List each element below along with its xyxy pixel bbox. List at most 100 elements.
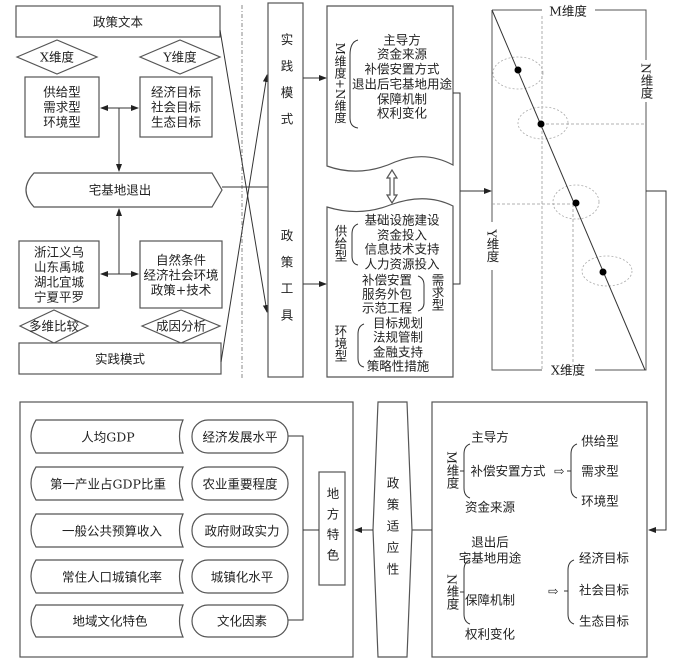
m-target: 供给型 [581,434,619,449]
doc-item: 保障机制 [377,92,427,107]
doc-item: 主导方 [383,33,421,48]
column-practice-mode: 实践模式 [279,32,294,139]
case-item: 湖北宜城 [34,275,85,290]
right-arrow-icon: ⇨ [554,464,565,479]
brace [357,323,365,368]
doc-item: 补偿安置方式 [364,62,440,77]
cluster-ellipse [492,56,544,90]
right-arrow-icon: ⇨ [548,584,559,599]
feature-row: 地域文化特色 文化因素 [30,604,289,638]
indicator-label: 地域文化特色 [72,614,148,629]
y-goal-social: 社会目标 [151,100,201,115]
factor-item: 自然条件 [156,253,206,268]
indicator-shape [30,466,184,501]
data-point [572,199,580,207]
connector-matrix-to-mapping [646,190,667,533]
x-type-demand: 需求型 [43,100,81,115]
brace [567,443,578,499]
policy-text-box [15,5,221,38]
factor-item: 经济社会环境 [143,268,218,283]
cases-box [18,240,100,309]
data-point [537,120,545,128]
connector-practice-to-modes [220,74,269,363]
brace [460,559,471,625]
local-features-title-box [318,471,346,586]
data-point [514,66,522,74]
indicator-shape [30,419,184,454]
brace [417,275,425,312]
policy-text-label: 政策文本 [93,15,144,30]
supply-label: 供给型 [333,224,348,262]
y-goals-box [139,76,213,138]
y-goal-economic: 经济目标 [151,85,201,100]
supply-item: 人力资源投入 [364,257,440,272]
n-item: 退出后 [471,535,509,550]
matrix-frame [491,9,647,371]
connector-policy-to-tools [219,29,269,313]
indicator-label: 人均GDP [81,430,134,445]
case-item: 浙江义乌 [34,245,84,260]
column-policy-tools: 政策工具 [279,229,294,335]
environment-label: 环境型 [333,324,348,362]
n-target: 经济目标 [579,551,629,566]
n-dimension-axis-label: N维度 [639,63,654,99]
environment-item: 策略性措施 [367,359,430,374]
case-item: 宁夏平罗 [34,290,84,305]
supply-item: 信息技术支持 [364,242,439,257]
n-item: 宅基地用途 [459,551,522,566]
cluster-ellipse [581,255,633,287]
indicator-shape [30,604,184,638]
double-arrow-vertical [385,168,399,205]
dimension-matrix: M维度 N维度 Y维度 X维度 [485,4,654,378]
y-goal-ecological: 生态目标 [151,115,201,130]
practice-box [18,342,222,375]
feature-row: 一般公共预算收入 政府财政实力 [30,513,289,548]
mode-tool-column [267,2,304,378]
compare-diamond [18,309,90,344]
factor-label: 经济发展水平 [202,430,277,445]
brace [349,39,359,129]
x-types-box [24,76,100,138]
m-item: 主导方 [471,430,509,445]
indicator-label: 第一产业占GDP比重 [50,477,166,492]
y-dimension-label: Y维度 [162,50,197,65]
brace [351,223,359,266]
left-panel: 政策文本 X维度 Y维度 供给型 需求型 环境型 经济目标 社会目标 生态目标 … [15,5,223,375]
bracket-connector [288,435,319,621]
factor-label: 政府财政实力 [204,524,279,539]
n-item: 保障机制 [465,593,515,608]
factors-box [139,240,223,309]
demand-label: 需求型 [430,273,445,311]
n-dimension-label: N维度 [445,574,460,610]
indicator-label: 常住人口城镇化率 [62,570,162,585]
cluster-ellipse [552,184,600,220]
brace [460,443,471,499]
factor-item: 政策+技术 [151,283,212,298]
compare-label: 多维比较 [29,319,80,334]
m-target: 环境型 [581,494,619,509]
feature-row: 常住人口城镇化率 城镇化水平 [30,559,289,594]
local-features-rows: 人均GDP 经济发展水平 第一产业占GDP比重 农业重要程度 一般公共预算收入 … [30,419,289,638]
policy-adaptability-label: 政策适应性 [385,476,400,584]
indicator-shape [30,559,184,594]
practice-mode-doc [326,5,454,172]
y-dimension-axis-label: Y维度 [485,228,500,262]
factor-label: 城镇化水平 [211,570,274,585]
doc-item: 资金来源 [377,47,428,62]
m-item: 补偿安置方式 [470,464,546,479]
factor-shape [191,513,289,548]
indicator-label: 一般公共预算收入 [62,524,163,539]
practice-label: 实践模式 [95,352,146,367]
indicator-shape [30,513,184,548]
mn-dimension-label: M维度+N维度 [333,43,347,124]
factor-label: 农业重要程度 [202,477,278,492]
demand-item: 示范工程 [362,301,413,316]
factor-shape [191,419,289,454]
m-dimension-label: M维度 [445,451,460,489]
factor-shape [191,604,289,638]
x-type-supply: 供给型 [43,85,81,100]
factor-label: 文化因素 [217,614,267,629]
data-point [599,268,607,276]
feature-row: 第一产业占GDP比重 农业重要程度 [30,466,289,501]
